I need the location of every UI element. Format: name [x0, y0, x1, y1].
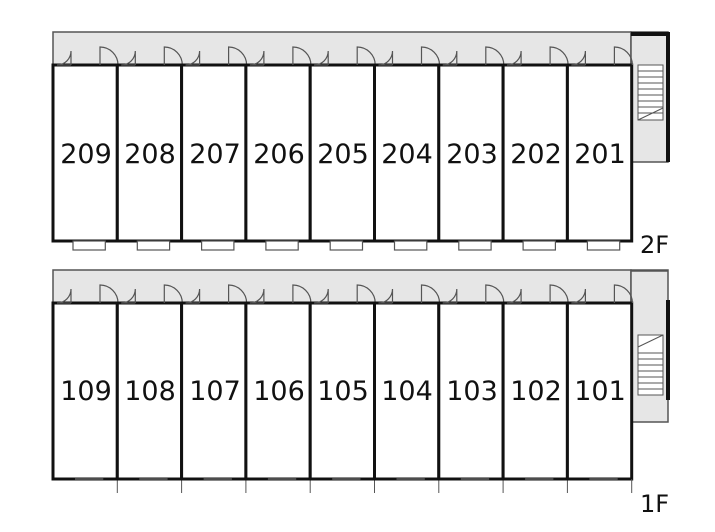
door-icon [314, 284, 376, 304]
door-icon [185, 46, 248, 66]
room-label: 209 [60, 139, 112, 170]
room [565, 284, 634, 493]
room [180, 46, 248, 251]
balcony [201, 240, 235, 251]
door-icon [185, 284, 248, 304]
room [115, 46, 184, 251]
room-outline [51, 63, 119, 243]
door-icon [507, 46, 569, 66]
room-outline [373, 63, 441, 243]
door-icon [571, 284, 633, 304]
room [437, 46, 505, 251]
room-label: 203 [446, 139, 498, 170]
room-outline [565, 63, 634, 243]
room [308, 284, 377, 493]
rooms-2f [51, 46, 634, 251]
room [501, 284, 569, 493]
room-labels-2f: 209 208 207 206 205 204 203 202 201 [60, 139, 626, 170]
room [437, 284, 505, 493]
room-outline [501, 63, 569, 243]
door-icon [507, 284, 569, 304]
room-outline [437, 63, 505, 243]
door-icon [249, 46, 312, 66]
floor-2f: 209 208 207 206 205 204 203 202 201 2F [51, 31, 670, 259]
balcony [329, 240, 364, 251]
room [373, 46, 441, 251]
room-outline [180, 63, 248, 243]
door-icon [571, 46, 633, 66]
room [308, 46, 377, 251]
door-icon [121, 284, 183, 304]
room-label: 104 [381, 376, 433, 407]
room [501, 46, 569, 251]
room-label: 201 [574, 139, 626, 170]
room-label: 103 [446, 376, 498, 407]
balcony [586, 240, 621, 251]
room-label: 204 [381, 139, 433, 170]
room-labels-1f: 109 108 107 106 105 104 103 102 101 [60, 376, 626, 407]
balcony [136, 240, 171, 251]
rooms-1f [51, 284, 634, 493]
staircase-1f [637, 334, 664, 396]
balcony [522, 240, 556, 251]
room-label: 109 [60, 376, 112, 407]
door-icon [378, 284, 441, 304]
corridor-2f [52, 31, 632, 66]
door-icon [378, 46, 441, 66]
room-outline [115, 63, 184, 243]
door-icon [442, 46, 505, 66]
door-icon [249, 284, 312, 304]
staircase-2f [637, 64, 664, 121]
room-label: 208 [124, 139, 176, 170]
room [51, 284, 119, 493]
door-icon [121, 46, 183, 66]
room [51, 46, 119, 251]
door-icon [314, 46, 376, 66]
room [565, 46, 634, 251]
room-label: 101 [574, 376, 626, 407]
balcony [265, 240, 299, 251]
door-icon [442, 284, 505, 304]
room-label: 106 [253, 376, 305, 407]
door-icon [56, 46, 119, 66]
room [244, 284, 312, 493]
room-label: 102 [510, 376, 562, 407]
room-label: 108 [124, 376, 176, 407]
floor-label-1f: 1F [640, 490, 669, 518]
room-label: 105 [317, 376, 369, 407]
room [115, 284, 184, 493]
door-icon [56, 284, 119, 304]
floor-1f: 109 108 107 106 105 104 103 102 101 1F [51, 269, 670, 518]
room-outline [308, 63, 377, 243]
room-label: 202 [510, 139, 562, 170]
room-outline [437, 301, 505, 481]
room-label: 206 [253, 139, 305, 170]
corridor-1f [52, 269, 632, 304]
room [180, 284, 248, 493]
floor-label-2f: 2F [640, 231, 669, 259]
room-outline [565, 301, 634, 481]
room-label: 107 [189, 376, 241, 407]
balcony [72, 240, 106, 251]
room-label: 205 [317, 139, 369, 170]
room-label: 207 [189, 139, 241, 170]
balcony [458, 240, 492, 251]
balcony [393, 240, 428, 251]
